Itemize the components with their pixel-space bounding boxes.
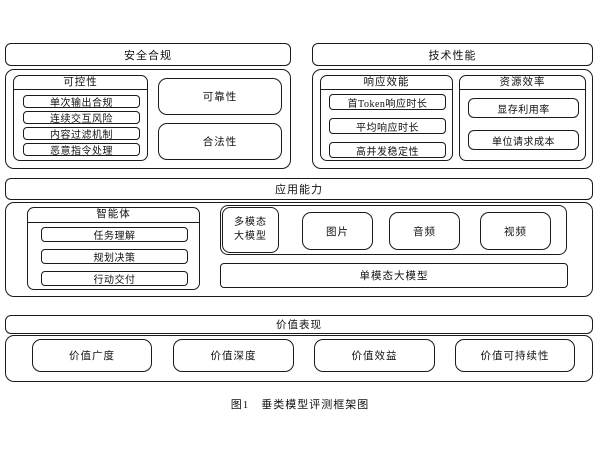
section-application-capability: 应用能力 智能体 任务理解 规划决策 行动交付 多模态 大模型 图片 [5,178,593,297]
first-token-latency-item: 首Token响应时长 [329,94,446,110]
group-resource-efficiency: 资源效率 显存利用率 单位请求成本 [459,75,586,161]
item-label: 任务理解 [93,231,136,242]
value-label: 价值可持续性 [480,351,550,362]
multimodal-row-container: 多模态 大模型 图片 音频 视频 [220,205,567,255]
group-agent-title: 智能体 [28,208,199,223]
gpu-memory-utilization-item: 显存利用率 [468,98,579,118]
video-modality-cell: 视频 [480,212,551,250]
figure-caption: 图1 垂类模型评测框架图 [0,396,600,412]
audio-modality-cell: 音频 [389,212,460,250]
multimodal-label-line2: 大模型 [234,231,267,242]
malicious-instruction-item: 恶意指令处理 [23,143,140,157]
group-controllability: 可控性 单次输出合规 连续交互风险 内容过滤机制 恶意指令处理 [13,75,148,161]
item-label: 首Token响应时长 [347,98,428,110]
value-label: 价值广度 [69,351,115,362]
section-security-title: 安全合规 [124,49,172,62]
value-sustainability-cell: 价值可持续性 [455,339,575,372]
modality-label: 图片 [326,226,349,238]
single-output-compliance-item: 单次输出合规 [23,95,140,109]
legality-label: 合法性 [202,137,238,148]
item-label: 内容过滤机制 [50,130,113,141]
modality-label: 视频 [504,226,527,238]
group-response-efficiency: 响应效能 首Token响应时长 平均响应时长 高并发稳定性 [320,75,453,161]
section-value-title: 价值表现 [276,320,322,331]
section-technical-performance: 技术性能 响应效能 首Token响应时长 平均响应时长 高并发稳定性 资源效率 … [312,43,593,170]
value-depth-cell: 价值深度 [173,339,294,372]
section-value-performance: 价值表现 价值广度 价值深度 价值效益 价值可持续性 [5,315,593,382]
section-application-title: 应用能力 [275,184,323,196]
task-understanding-item: 任务理解 [41,227,188,242]
item-label: 行动交付 [93,275,136,286]
avg-response-time-item: 平均响应时长 [329,118,446,134]
value-breadth-cell: 价值广度 [32,339,152,372]
section-security-compliance: 安全合规 可控性 单次输出合规 连续交互风险 内容过滤机制 恶意指令处理 可靠性… [5,43,291,170]
item-label: 高并发稳定性 [356,146,419,158]
item-label: 单次输出合规 [50,98,113,109]
legality-cell: 合法性 [158,123,282,160]
multimodal-model-cell: 多模态 大模型 [222,207,279,253]
content-filtering-item: 内容过滤机制 [23,127,140,141]
continuous-interaction-risk-item: 连续交互风险 [23,111,140,125]
reliability-cell: 可靠性 [158,78,282,115]
single-modal-label: 单模态大模型 [359,271,429,282]
modality-label: 音频 [413,226,436,238]
item-label: 连续交互风险 [50,114,113,125]
group-resource-title: 资源效率 [460,76,585,90]
item-label: 单位请求成本 [492,136,555,148]
item-label: 平均响应时长 [356,122,419,134]
high-concurrency-stability-item: 高并发稳定性 [329,142,446,158]
section-technical-title: 技术性能 [428,49,477,62]
item-label: 显存利用率 [497,104,550,116]
multimodal-label-line1: 多模态 [234,217,267,228]
item-label: 恶意指令处理 [50,146,113,157]
value-label: 价值效益 [351,351,398,362]
section-value-header: 价值表现 [5,315,593,334]
value-label: 价值深度 [210,351,257,362]
unit-request-cost-item: 单位请求成本 [468,130,579,150]
figure-caption-title: 垂类模型评测框架图 [261,399,370,411]
group-agent: 智能体 任务理解 规划决策 行动交付 [27,207,200,290]
planning-decision-item: 规划决策 [41,249,188,264]
image-modality-cell: 图片 [302,212,373,250]
action-delivery-item: 行动交付 [41,271,188,286]
group-response-title: 响应效能 [321,76,452,90]
single-modal-model-bar: 单模态大模型 [220,263,568,288]
section-technical-header: 技术性能 [312,43,593,66]
value-benefit-cell: 价值效益 [314,339,435,372]
reliability-label: 可靠性 [202,92,238,103]
item-label: 规划决策 [93,253,136,264]
figure-caption-label: 图1 [230,399,250,411]
group-controllability-title: 可控性 [14,76,147,90]
section-security-header: 安全合规 [5,43,291,66]
section-application-header: 应用能力 [5,178,593,200]
